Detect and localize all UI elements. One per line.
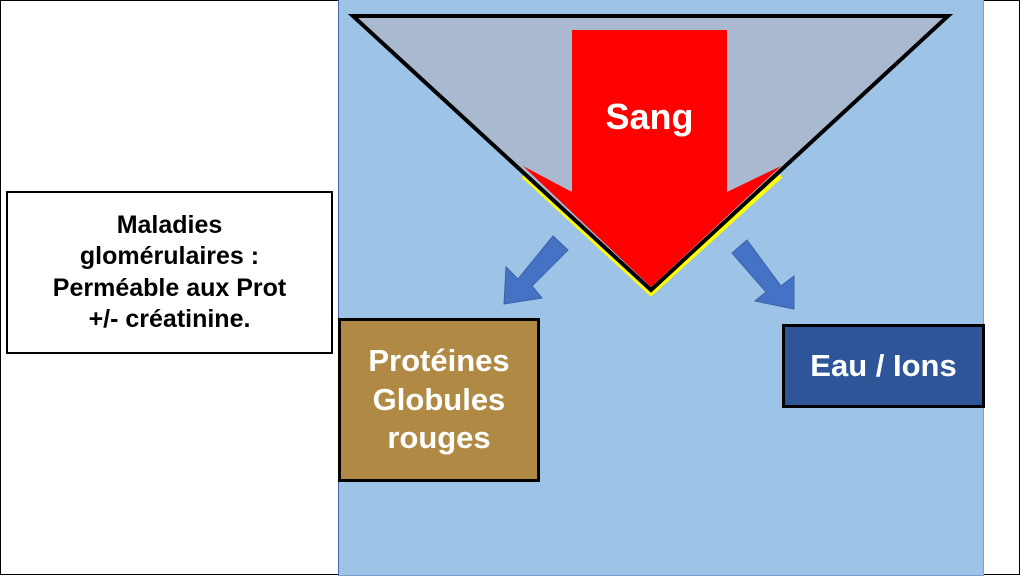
proteins-line: rouges xyxy=(387,420,491,456)
description-line: +/- créatinine. xyxy=(88,304,251,333)
description-line: Perméable aux Prot xyxy=(52,273,287,302)
water-ions-label: Eau / Ions xyxy=(810,347,957,383)
proteins-output-box: Protéines Globules rouges xyxy=(338,318,540,482)
membrane-outline xyxy=(521,174,783,297)
funnel-outline xyxy=(347,14,954,293)
description-box: Maladies glomérulaires : Perméable aux P… xyxy=(6,191,333,354)
description-line: glomérulaires : xyxy=(79,242,260,271)
description-line: Maladies xyxy=(116,211,223,239)
proteins-line: Protéines xyxy=(368,342,510,378)
blood-label: Sang xyxy=(605,96,694,137)
proteins-line: Globules xyxy=(372,381,506,417)
blood-arrow xyxy=(523,30,781,287)
flow-arrow-left xyxy=(503,235,569,305)
water-ions-output-box: Eau / Ions xyxy=(782,324,985,408)
flow-arrow-right xyxy=(731,239,795,310)
